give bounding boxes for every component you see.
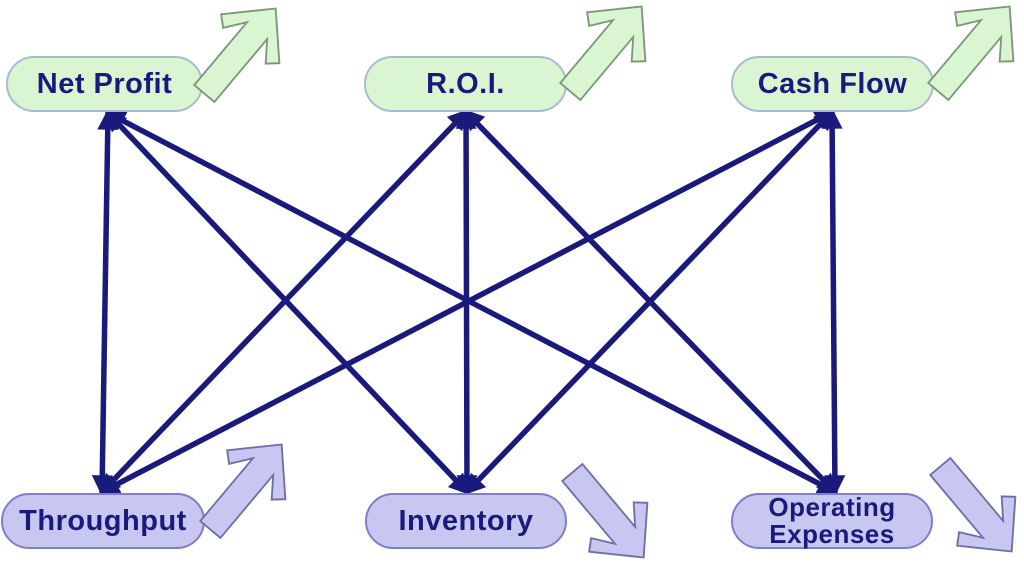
- node-cash-flow: Cash Flow: [731, 56, 934, 112]
- edge-operating-expenses-to-roi: [463, 109, 838, 495]
- node-operating-expenses-label: Operating Expenses: [768, 492, 896, 549]
- node-roi-label: R.O.I.: [426, 67, 505, 100]
- node-inventory: Inventory: [365, 493, 567, 549]
- edge-throughput-to-net-profit: [91, 108, 119, 497]
- node-throughput-label: Throughput: [19, 504, 187, 537]
- relationship-lines: [91, 107, 846, 497]
- edges-layer: [91, 107, 846, 497]
- node-cash-flow-label: Cash Flow: [757, 67, 908, 100]
- node-net-profit-label: Net Profit: [36, 67, 173, 100]
- node-inventory-label: Inventory: [398, 504, 534, 537]
- node-roi: R.O.I.: [364, 56, 567, 112]
- edge-operating-expenses-to-cash-flow: [821, 107, 846, 497]
- node-operating-expenses: Operating Expenses: [731, 493, 933, 549]
- node-throughput: Throughput: [1, 493, 205, 549]
- node-net-profit: Net Profit: [6, 56, 203, 112]
